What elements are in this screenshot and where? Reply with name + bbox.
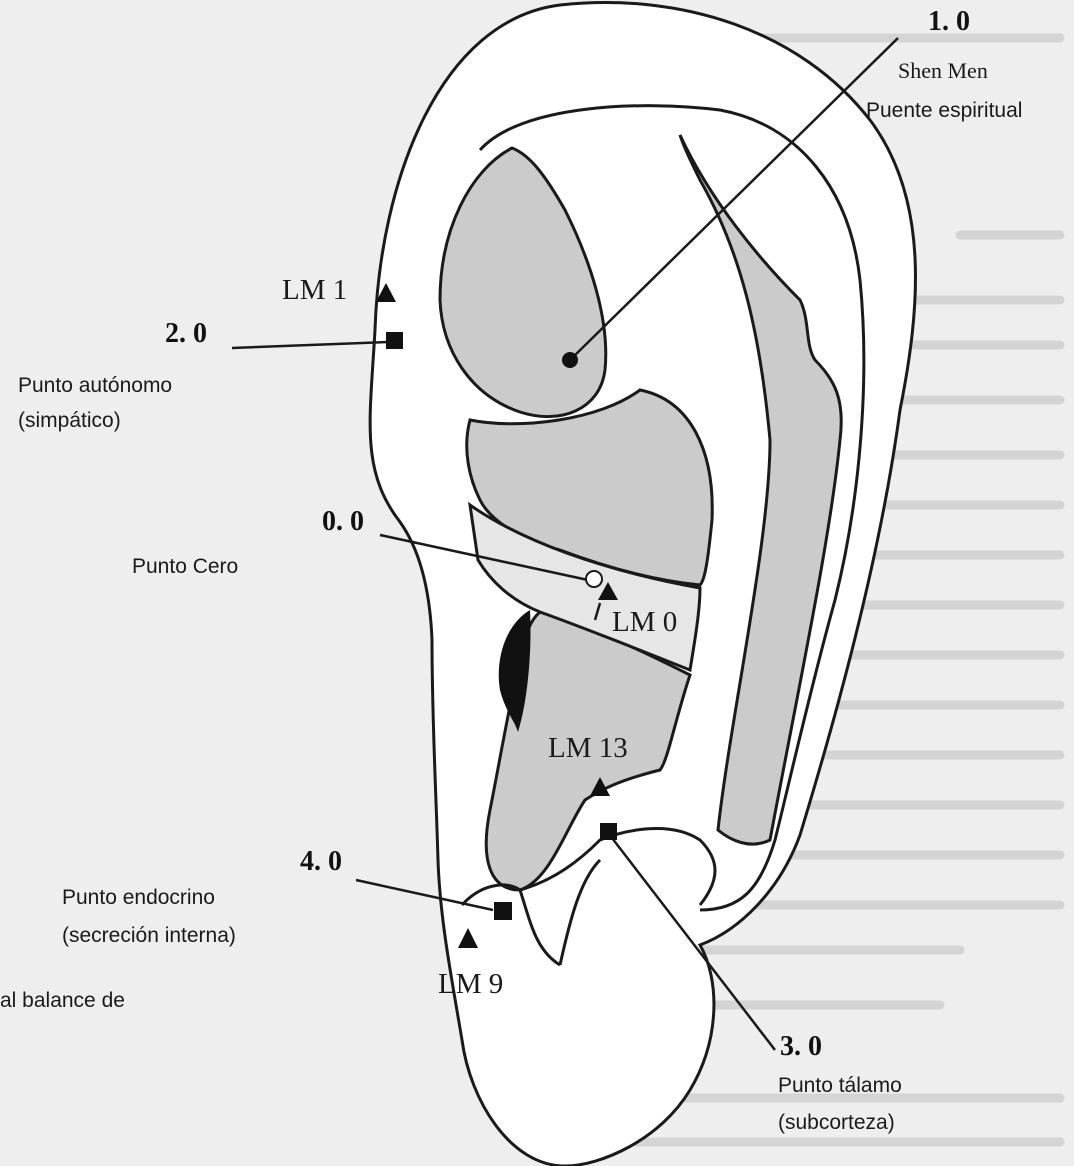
cero-name: Punto Cero	[132, 556, 238, 577]
endocrino-name-line1: Punto endocrino	[62, 887, 215, 908]
autonomo-name-line2: (simpático)	[18, 410, 121, 431]
lm1-label: LM 1	[282, 276, 347, 305]
cero-number: 0. 0	[322, 508, 364, 536]
endocrino-square-marker	[494, 902, 512, 920]
shen-men-point-marker	[562, 352, 578, 368]
shen-men-spanish: Puente espiritual	[866, 100, 1022, 121]
cut-off-text: al balance de	[0, 990, 125, 1011]
lm9-label: LM 9	[438, 970, 503, 999]
talamo-name-line2: (subcorteza)	[778, 1112, 895, 1133]
endocrino-name-line2: (secreción interna)	[62, 925, 236, 946]
autonomo-square-marker	[386, 332, 403, 349]
lm0-label: LM 0	[612, 608, 677, 637]
autonomo-name-line1: Punto autónomo	[18, 375, 172, 396]
talamo-name-line1: Punto tálamo	[778, 1075, 902, 1096]
endocrino-number: 4. 0	[300, 848, 342, 876]
shen-men-number: 1. 0	[928, 8, 970, 36]
leader-line-autonomo	[232, 342, 388, 348]
talamo-square-marker	[600, 823, 617, 840]
autonomo-number: 2. 0	[165, 320, 207, 348]
shen-men-name: Shen Men	[898, 60, 988, 82]
talamo-number: 3. 0	[780, 1033, 822, 1061]
cero-point-marker	[586, 571, 602, 587]
lm13-label: LM 13	[548, 734, 628, 763]
